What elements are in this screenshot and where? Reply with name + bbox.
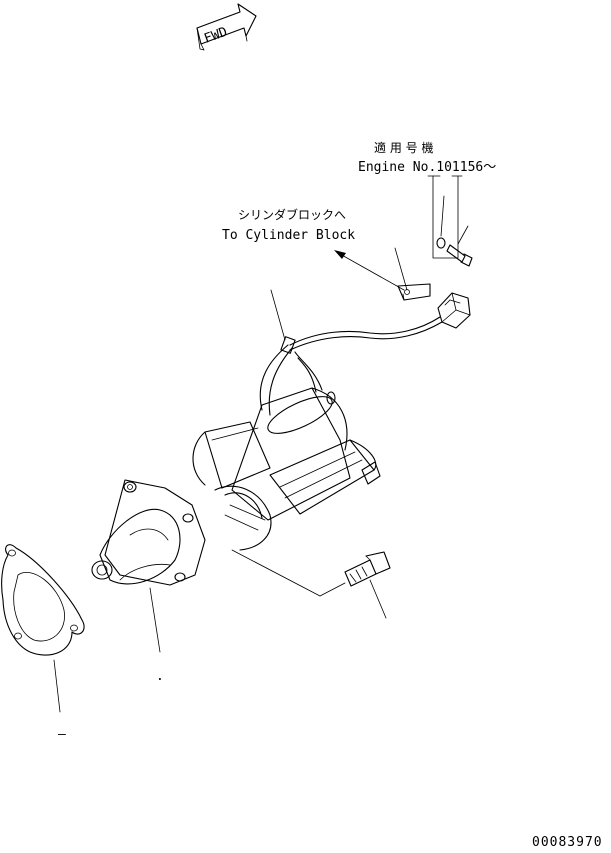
to-block-arrow (334, 250, 405, 291)
gasket (1, 544, 85, 713)
starter-motor (91, 387, 381, 586)
starter-leader (149, 587, 161, 653)
mounting-bolt (231, 549, 391, 619)
fwd-arrow-icon: FWD (196, 3, 257, 51)
serial-callout-jp: 適 用 号 機 (374, 140, 433, 155)
wire-clip-bracket (394, 247, 431, 301)
starter-part-mark: . (156, 669, 164, 684)
to-block-callout-en: To Cylinder Block (222, 228, 355, 243)
to-block-callout-jp: シリンダブロックへ (238, 207, 346, 222)
drawing-number: 00083970 (532, 835, 603, 850)
wire-connector (437, 292, 471, 329)
serial-bracket (427, 175, 463, 259)
washer-and-bolt-small (436, 195, 473, 267)
fwd-label: FWD (202, 25, 229, 47)
serial-callout-en: Engine No.101156～ (358, 160, 496, 175)
wire-harness (259, 289, 443, 416)
gasket-part-mark: – (58, 727, 66, 742)
